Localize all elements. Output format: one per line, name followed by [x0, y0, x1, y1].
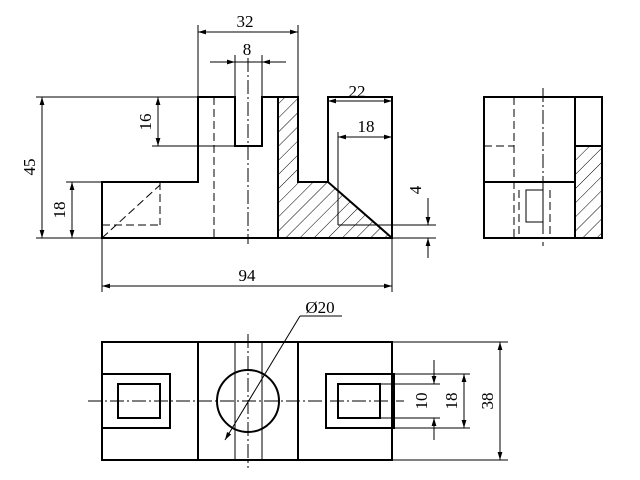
top-dimensions: Ø20 10 18 38: [224, 298, 508, 461]
dim-total-length: 94: [239, 266, 257, 285]
dim-base-height: 18: [50, 202, 69, 219]
front-view: [101, 58, 393, 244]
dim-hole-diameter: Ø20: [305, 298, 334, 317]
front-chamfer: [327, 181, 393, 239]
top-view: [88, 334, 404, 468]
dim-total-depth: 38: [478, 393, 497, 410]
section-hatch-step: [298, 182, 392, 238]
dim-top-width: 32: [237, 12, 254, 31]
dim-pocket-inner: 10: [412, 393, 431, 410]
dim-step-inner: 18: [358, 117, 375, 136]
dim-total-height: 45: [20, 159, 39, 176]
front-dimensions: 32 8 22 18 16 45 18: [20, 12, 436, 292]
dim-bottom-gap: 4: [406, 185, 425, 194]
side-pocket: [525, 189, 544, 223]
side-section-hatch: [575, 146, 602, 238]
dim-slot-depth: 16: [136, 114, 155, 131]
dim-pocket-outer: 18: [442, 393, 461, 410]
section-hatch-rib: [278, 97, 298, 238]
side-view: [483, 88, 603, 246]
dim-slot-width: 8: [243, 40, 252, 59]
dim-step-width: 22: [349, 82, 366, 101]
front-hidden-slope: [101, 184, 161, 239]
